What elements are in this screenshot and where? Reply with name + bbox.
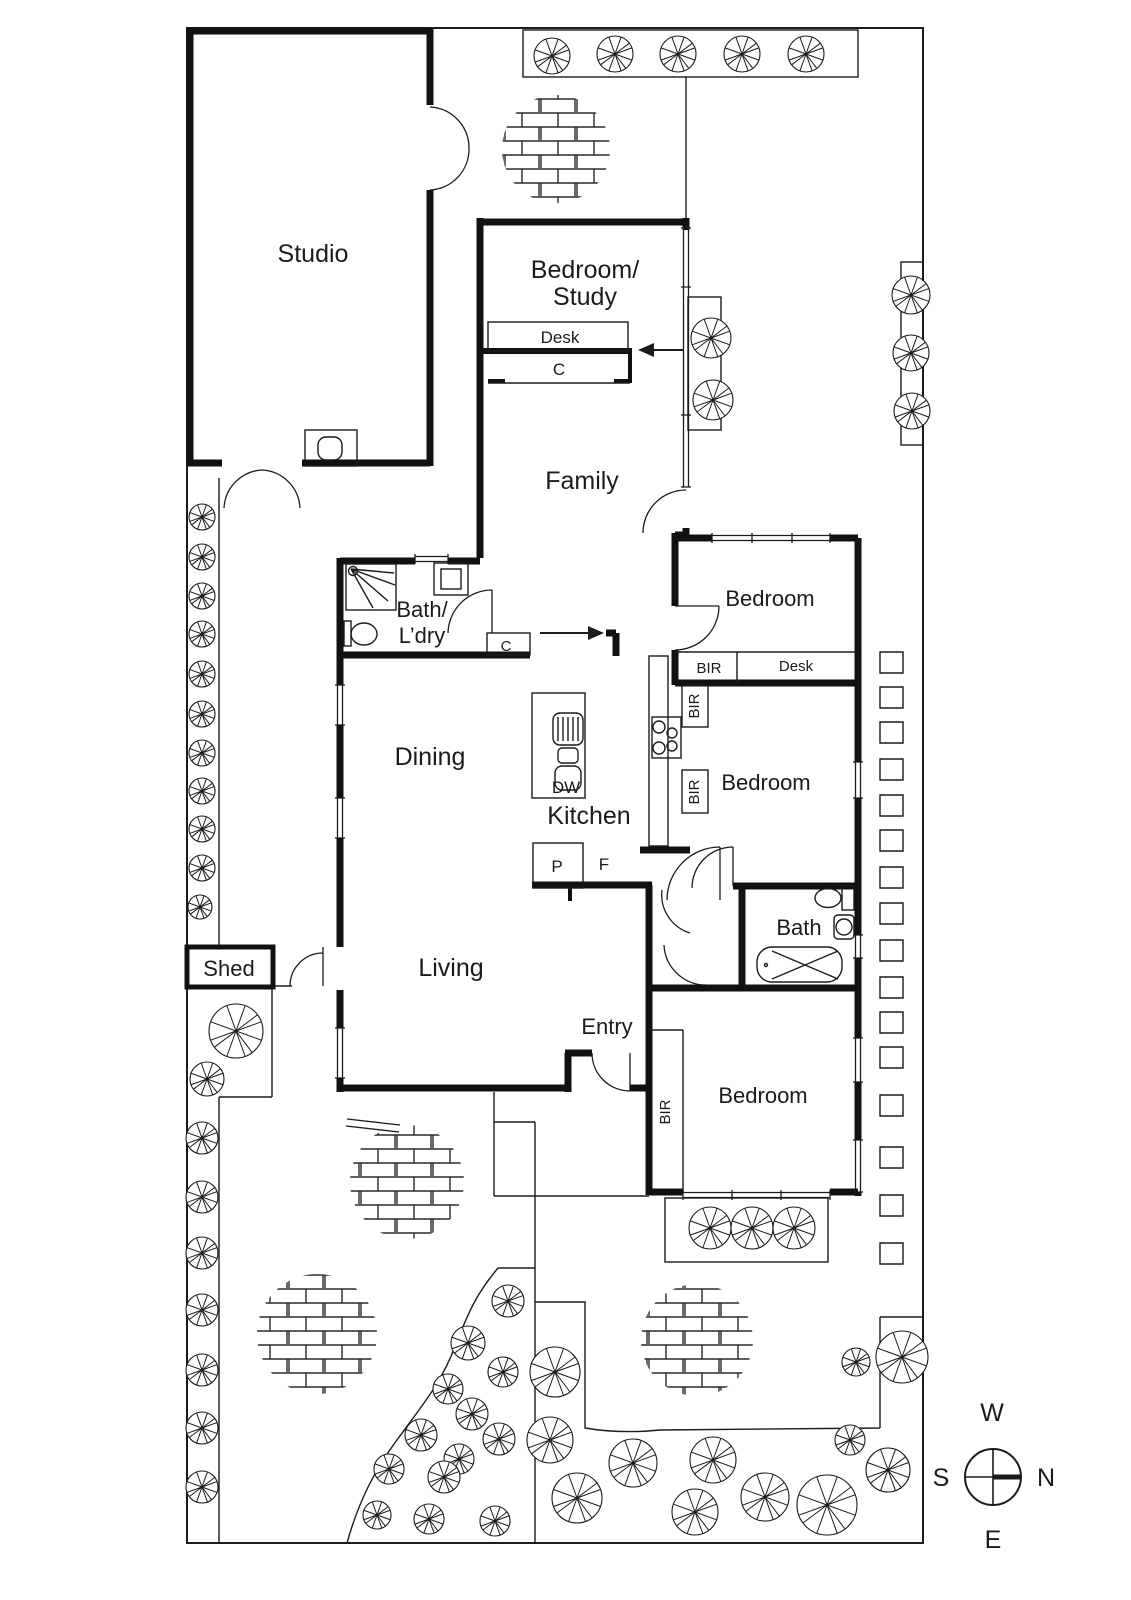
room-label-entry: Entry (581, 1014, 632, 1039)
label-bedroom-desk: Desk (779, 658, 814, 675)
room-label-shed: Shed (203, 956, 254, 981)
room-label-studio: Studio (278, 240, 349, 268)
stepping-stones (879, 651, 904, 1265)
label-fridge: F (599, 855, 609, 874)
doors (223, 106, 734, 1092)
fittings (304, 321, 858, 1192)
label-robe-mid-lower: BIR (686, 779, 703, 804)
label-dishwasher: DW (552, 778, 580, 797)
room-label-bath-laundry-1: Bath/ (396, 597, 448, 622)
compass-south-label: S (933, 1464, 950, 1492)
label-pantry: P (551, 857, 562, 876)
walls-thick (186, 27, 862, 1196)
room-label-kitchen: Kitchen (547, 802, 630, 830)
compass-east-label: E (985, 1526, 1002, 1554)
label-robe-south: BIR (657, 1099, 674, 1124)
label-robe-mid-upper: BIR (686, 693, 703, 718)
room-label-bedroom-north: Bedroom (725, 586, 814, 611)
room-labels: Studio Bedroom/ Study Family Bath/ L’dry… (203, 240, 821, 1108)
shed-structure (184, 944, 276, 990)
compass: W S N E (933, 1399, 1055, 1554)
room-label-bedroom-study-1: Bedroom/ (531, 256, 639, 284)
room-label-bath: Bath (776, 915, 821, 940)
compass-west-label: W (980, 1399, 1004, 1427)
label-hall-cupboard: C (501, 638, 512, 655)
room-label-living: Living (418, 954, 483, 982)
windows (335, 227, 863, 1200)
label-study-desk: Desk (541, 328, 580, 347)
property-boundary (186, 27, 924, 1544)
room-label-dining: Dining (395, 743, 466, 771)
compass-north-label: N (1037, 1464, 1055, 1492)
room-label-bedroom-south: Bedroom (718, 1083, 807, 1108)
room-label-bedroom-middle: Bedroom (721, 770, 810, 795)
walls-medium (488, 351, 632, 901)
fixture-labels: Desk C C DW P F BIR Desk BIR BIR BIR (501, 328, 814, 1125)
direction-arrows (540, 343, 683, 640)
label-study-cupboard: C (553, 360, 565, 379)
room-label-family: Family (545, 467, 619, 495)
brick-paving (257, 95, 753, 1396)
label-robe-north: BIR (696, 660, 721, 677)
room-label-bedroom-study-2: Study (553, 283, 617, 311)
room-label-bath-laundry-2: L’dry (399, 623, 445, 648)
